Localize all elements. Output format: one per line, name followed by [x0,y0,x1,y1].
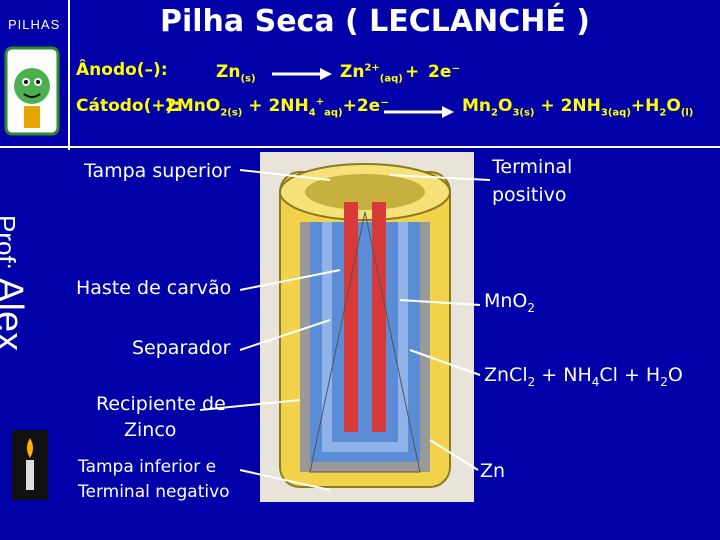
page-title: Pilha Seca ( LECLANCHÉ ) [160,4,591,39]
label-haste: Haste de carvão [76,277,232,299]
section-label: PILHAS [8,17,61,32]
reaction-arrow-icon [384,106,454,118]
anode-plus: + [405,62,420,82]
anode-product: Zn2+(aq) [340,62,403,85]
label-terminal-positivo-1: Terminal [492,156,573,178]
candle-icon [12,430,48,500]
label-terminal-positivo-2: positivo [492,184,567,206]
divider-horizontal [0,146,720,148]
label-zncl2: ZnCl2 + NH4Cl + H2O [484,364,683,389]
cathode-rhs: Mn2O3(s) + 2NH3(aq)+H2O(l) [462,96,694,119]
label-tampa-inferior-2: Terminal negativo [78,482,230,502]
label-tampa-superior: Tampa superior [84,160,231,182]
battery-cross-section [260,152,474,502]
label-tampa-inferior-1: Tampa inferior e [78,457,217,477]
anode-electrons: 2e⁻ [428,62,461,82]
divider-vertical [68,0,70,150]
label-recipiente-2: Zinco [124,419,177,441]
label-zn: Zn [480,460,506,482]
anode-reactant: Zn(s) [216,62,256,85]
label-separador: Separador [132,337,231,359]
cathode-lhs: 2MnO2(s) + 2NH4+aq)+2e⁻ [165,96,390,119]
recycle-mascot-icon [4,46,60,136]
label-mno2: MnO2 [484,290,536,315]
reaction-arrow-icon [272,68,332,80]
label-recipiente-1: Recipiente de [96,393,226,415]
anode-label: Ânodo(–): [76,60,168,80]
cathode-label: Cátodo(+): [76,96,181,116]
